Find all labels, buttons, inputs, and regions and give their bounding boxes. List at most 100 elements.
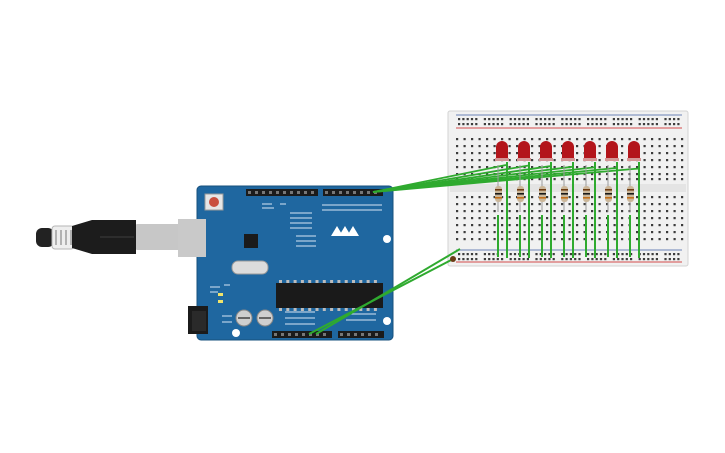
breadboard-hole[interactable] [668, 123, 671, 126]
breadboard-hole[interactable] [598, 152, 601, 155]
breadboard-hole[interactable] [643, 173, 646, 176]
breadboard-hole[interactable] [508, 145, 511, 148]
breadboard-hole[interactable] [508, 152, 511, 155]
breadboard-hole[interactable] [478, 238, 481, 241]
breadboard-hole[interactable] [569, 123, 572, 126]
breadboard-hole[interactable] [595, 123, 598, 126]
breadboard-hole[interactable] [598, 238, 601, 241]
breadboard-hole[interactable] [621, 173, 624, 176]
breadboard-hole[interactable] [471, 238, 474, 241]
breadboard-hole[interactable] [604, 258, 607, 261]
breadboard-hole[interactable] [544, 118, 547, 121]
breadboard-hole[interactable] [643, 138, 646, 141]
breadboard-hole[interactable] [658, 159, 661, 162]
breadboard-hole[interactable] [470, 123, 474, 126]
breadboard-hole[interactable] [658, 138, 661, 141]
breadboard-hole[interactable] [673, 238, 676, 241]
breadboard-hole[interactable] [576, 138, 579, 141]
breadboard-hole[interactable] [456, 145, 459, 148]
breadboard-hole[interactable] [681, 203, 684, 206]
breadboard-hole[interactable] [651, 217, 654, 220]
breadboard-hole[interactable] [492, 123, 495, 126]
breadboard-hole[interactable] [643, 238, 646, 241]
breadboard-hole[interactable] [538, 224, 541, 227]
breadboard-hole[interactable] [647, 118, 650, 121]
breadboard-hole[interactable] [456, 231, 459, 234]
breadboard-hole[interactable] [643, 152, 646, 155]
breadboard-hole[interactable] [651, 210, 654, 213]
breadboard-hole[interactable] [625, 258, 628, 261]
breadboard-hole[interactable] [643, 166, 646, 169]
breadboard-hole[interactable] [664, 258, 667, 261]
breadboard-hole[interactable] [561, 123, 564, 126]
breadboard-hole[interactable] [538, 203, 541, 206]
breadboard-hole[interactable] [604, 123, 607, 126]
breadboard-hole[interactable] [523, 138, 526, 141]
breadboard-hole[interactable] [598, 178, 601, 181]
breadboard-hole[interactable] [598, 166, 601, 169]
breadboard-hole[interactable] [462, 123, 465, 126]
breadboard-hole[interactable] [535, 253, 538, 256]
breadboard-hole[interactable] [621, 159, 624, 162]
breadboard-hole[interactable] [488, 253, 491, 256]
led[interactable] [562, 141, 574, 160]
breadboard-hole[interactable] [458, 118, 461, 121]
breadboard-hole[interactable] [578, 258, 581, 261]
breadboard-hole[interactable] [613, 238, 616, 241]
breadboard-hole[interactable] [508, 159, 511, 162]
breadboard-hole[interactable] [486, 166, 489, 169]
breadboard-hole[interactable] [612, 258, 615, 261]
breadboard-hole[interactable] [471, 210, 474, 213]
breadboard-hole[interactable] [681, 178, 684, 181]
breadboard-hole[interactable] [518, 258, 521, 261]
breadboard-hole[interactable] [456, 224, 459, 227]
resistor-array[interactable] [495, 165, 634, 212]
breadboard-hole[interactable] [539, 123, 542, 126]
breadboard-hole[interactable] [598, 196, 601, 199]
wire-5v[interactable] [315, 248, 461, 335]
breadboard-hole[interactable] [501, 231, 504, 234]
breadboard-hole[interactable] [651, 203, 654, 206]
breadboard-hole[interactable] [475, 123, 478, 126]
breadboard-hole[interactable] [591, 123, 594, 126]
breadboard-hole[interactable] [516, 138, 519, 141]
breadboard-hole[interactable] [462, 258, 465, 261]
breadboard-hole[interactable] [493, 224, 496, 227]
breadboard-hole[interactable] [666, 196, 669, 199]
breadboard-hole[interactable] [561, 166, 564, 169]
breadboard-hole[interactable] [598, 159, 601, 162]
breadboard-hole[interactable] [471, 138, 474, 141]
breadboard-hole[interactable] [496, 123, 499, 126]
breadboard-hole[interactable] [478, 166, 481, 169]
breadboard-hole[interactable] [501, 224, 504, 227]
breadboard-hole[interactable] [478, 231, 481, 234]
breadboard-hole[interactable] [681, 173, 684, 176]
breadboard-hole[interactable] [636, 231, 639, 234]
breadboard-hole[interactable] [486, 217, 489, 220]
led[interactable] [606, 141, 618, 160]
breadboard-hole[interactable] [493, 203, 496, 206]
breadboard-hole[interactable] [666, 224, 669, 227]
breadboard-hole[interactable] [681, 217, 684, 220]
breadboard-hole[interactable] [478, 145, 481, 148]
breadboard-hole[interactable] [621, 224, 624, 227]
breadboard-hole[interactable] [606, 203, 609, 206]
breadboard-hole[interactable] [508, 224, 511, 227]
breadboard-hole[interactable] [501, 138, 504, 141]
breadboard-hole[interactable] [463, 203, 466, 206]
breadboard-hole[interactable] [658, 178, 661, 181]
breadboard-hole[interactable] [553, 210, 556, 213]
breadboard-hole[interactable] [658, 203, 661, 206]
breadboard-hole[interactable] [509, 253, 512, 256]
breadboard-hole[interactable] [488, 258, 491, 261]
breadboard-hole[interactable] [576, 196, 579, 199]
breadboard-hole[interactable] [561, 231, 564, 234]
breadboard-hole[interactable] [475, 118, 478, 121]
breadboard-hole[interactable] [531, 203, 534, 206]
breadboard-hole[interactable] [598, 210, 601, 213]
breadboard-hole[interactable] [591, 173, 594, 176]
breadboard-hole[interactable] [673, 118, 676, 121]
breadboard-hole[interactable] [561, 210, 564, 213]
breadboard-hole[interactable] [496, 258, 499, 261]
breadboard-hole[interactable] [658, 217, 661, 220]
